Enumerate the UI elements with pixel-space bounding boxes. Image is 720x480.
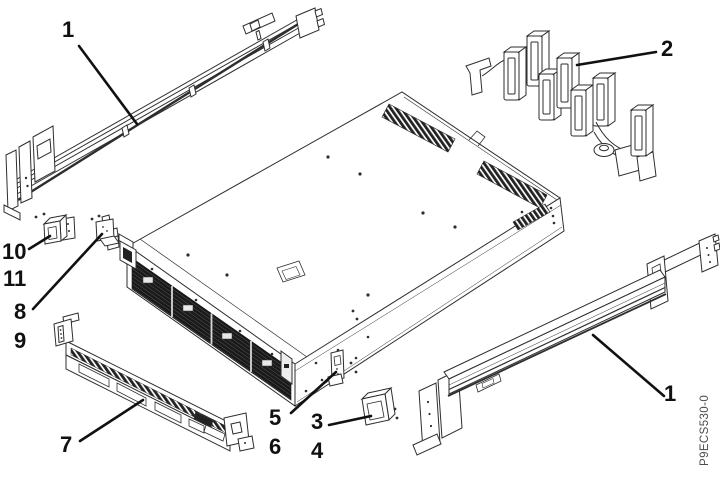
- rail-top-left-illustration: [3, 7, 326, 221]
- callout-5: 5: [269, 405, 282, 430]
- callout-2-cma: 2: [661, 36, 674, 61]
- callout-10: 10: [2, 239, 27, 264]
- leader-lines: [27, 44, 666, 443]
- bracket-10-11-illustration: [34, 212, 76, 245]
- callout-1-rail-top: 1: [62, 17, 75, 42]
- callout-1-rail-bottom: 1: [664, 381, 677, 406]
- callout-4: 4: [311, 438, 324, 463]
- callout-11: 11: [3, 266, 27, 291]
- callout-6: 6: [269, 434, 282, 459]
- bracket-3-4-illustration: [360, 386, 399, 426]
- server-chassis-illustration: [105, 91, 565, 407]
- figure-part-number: P9ECS530-0: [699, 394, 711, 466]
- rail-bottom-right-illustration: [412, 233, 720, 456]
- cable-management-arm-illustration: [465, 30, 657, 182]
- callout-7-bezel: 7: [60, 432, 73, 457]
- callout-9: 9: [14, 328, 27, 353]
- callout-8: 8: [14, 299, 27, 324]
- callout-3: 3: [311, 409, 324, 434]
- front-bezel-illustration: [53, 312, 255, 452]
